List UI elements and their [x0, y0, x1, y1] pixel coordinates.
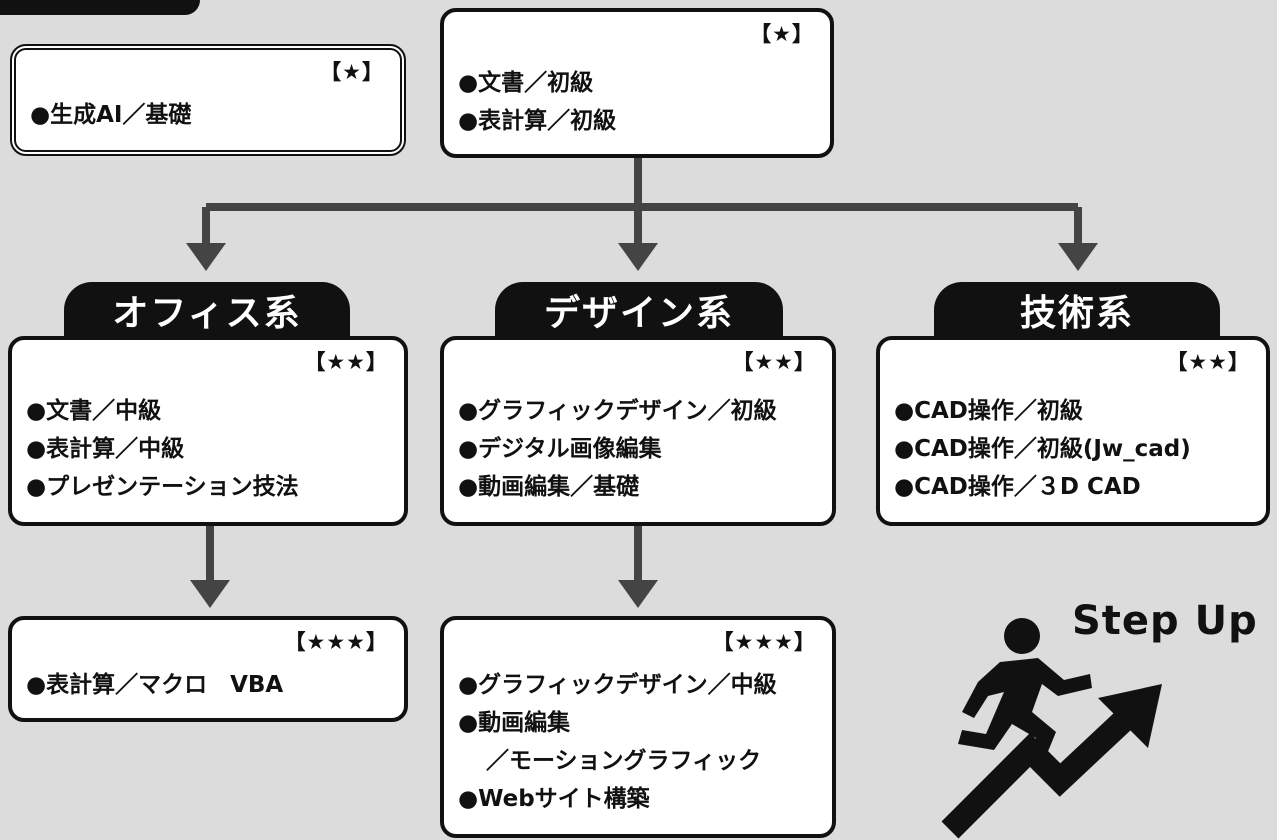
- course-item: ●生成AI／基礎: [30, 102, 192, 128]
- tech-box: 【★★】 ●CAD操作／初級 ●CAD操作／初級(Jw_cad) ●CAD操作／…: [876, 336, 1270, 526]
- course-item: ●グラフィックデザイン／中級: [458, 672, 777, 698]
- course-item: ●デジタル画像編集: [458, 436, 662, 462]
- course-item: ●動画編集／基礎: [458, 474, 640, 500]
- arrow-design-advanced: [618, 580, 658, 608]
- category-tab-tech: 技術系: [934, 282, 1220, 338]
- office-box: 【★★】 ●文書／中級 ●表計算／中級 ●プレゼンテーション技法: [8, 336, 408, 526]
- level-badge: 【★★★】: [712, 630, 816, 654]
- level-badge: 【★★】: [732, 350, 816, 374]
- course-item: ●CAD操作／３D CAD: [894, 474, 1141, 500]
- running-person-arrow-icon: [941, 618, 1162, 839]
- level-badge: 【★】: [750, 22, 814, 46]
- arrow-office-advanced: [190, 580, 230, 608]
- arrow-design: [618, 243, 658, 271]
- course-item: ／モーショングラフィック: [486, 748, 762, 774]
- design-advanced-box: 【★★★】 ●グラフィックデザイン／中級 ●動画編集 ／モーショングラフィック …: [440, 616, 836, 838]
- step-up-label: Step Up: [1072, 598, 1258, 644]
- course-item: ●グラフィックデザイン／初級: [458, 398, 777, 424]
- base-box: 【★】 ●文書／初級 ●表計算／初級: [440, 8, 834, 158]
- level-badge: 【★★★】: [284, 630, 388, 654]
- design-box: 【★★】 ●グラフィックデザイン／初級 ●デジタル画像編集 ●動画編集／基礎: [440, 336, 836, 526]
- level-badge: 【★★】: [1166, 350, 1250, 374]
- course-item: ●表計算／マクロ VBA: [26, 672, 284, 698]
- category-tab-office: オフィス系: [64, 282, 350, 338]
- category-tab-design: デザイン系: [495, 282, 783, 338]
- level-badge: 【★★】: [304, 350, 388, 374]
- course-item: ●プレゼンテーション技法: [26, 474, 299, 500]
- course-item: ●表計算／初級: [458, 108, 617, 134]
- arrow-tech: [1058, 243, 1098, 271]
- arrow-office: [186, 243, 226, 271]
- course-item: ●文書／中級: [26, 398, 162, 424]
- office-advanced-box: 【★★★】 ●表計算／マクロ VBA: [8, 616, 408, 722]
- corner-tab: [0, 0, 200, 15]
- level-badge: 【★】: [320, 60, 384, 84]
- course-item: ●Webサイト構築: [458, 786, 650, 812]
- course-item: ●CAD操作／初級(Jw_cad): [894, 436, 1191, 462]
- course-item: ●文書／初級: [458, 70, 594, 96]
- base-ai-box: 【★】 ●生成AI／基礎: [10, 44, 406, 156]
- course-item: ●表計算／中級: [26, 436, 185, 462]
- course-item: ●動画編集: [458, 710, 571, 736]
- course-item: ●CAD操作／初級: [894, 398, 1083, 424]
